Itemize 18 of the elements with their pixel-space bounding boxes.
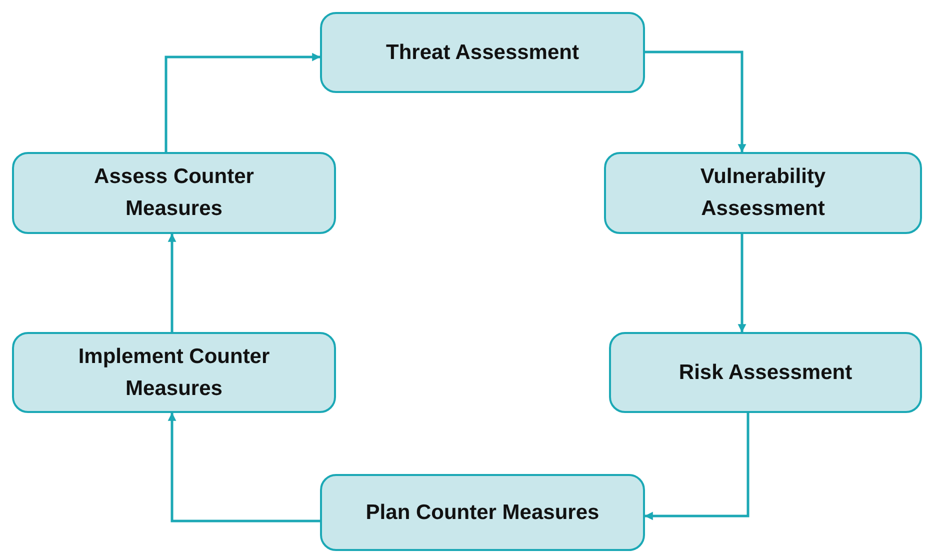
arrow — [168, 412, 320, 522]
box-label: Plan Counter Measures — [364, 500, 600, 526]
box-label: Vulnerability Assessment — [699, 164, 827, 222]
process-box — [320, 12, 645, 93]
box-label: Risk Assessment — [678, 360, 854, 386]
box-label: Assess Counter Measures — [93, 164, 255, 222]
box-label: Implement Counter Measures — [77, 344, 271, 402]
process-box — [12, 152, 336, 234]
arrow — [164, 52, 320, 152]
process-box — [609, 332, 922, 413]
arrow — [644, 413, 750, 520]
process-box — [12, 332, 336, 413]
box-label: Threat Assessment — [385, 40, 580, 66]
process-box — [320, 474, 645, 551]
arrow — [738, 234, 746, 332]
arrow — [645, 50, 746, 152]
process-box — [604, 152, 922, 234]
arrow — [168, 234, 176, 332]
